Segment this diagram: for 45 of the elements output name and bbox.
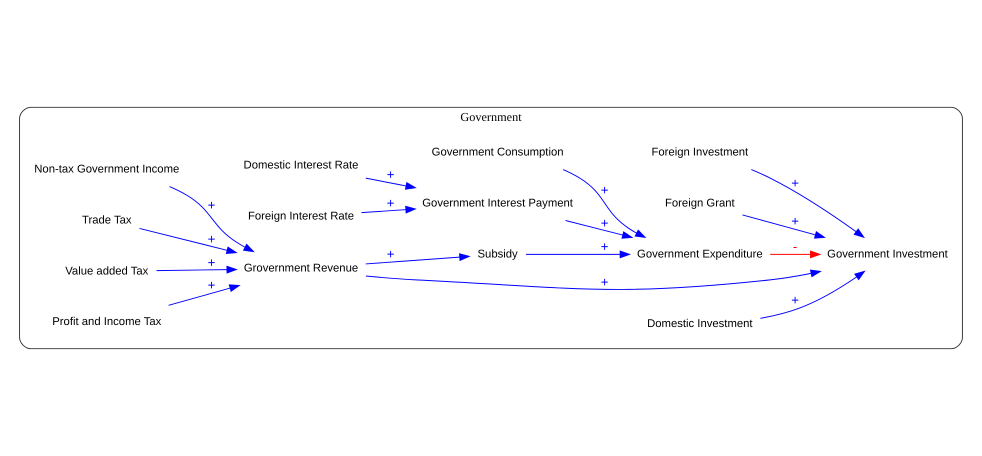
arrow — [156, 266, 238, 274]
node-text: Government Expenditure — [637, 248, 763, 260]
edge-label: + — [386, 167, 394, 182]
arrow — [168, 284, 241, 306]
edge-label: + — [208, 197, 216, 212]
edge-label: + — [208, 254, 216, 270]
node-text: Government Investment — [827, 248, 948, 260]
node-text: Foreign Interest Rate — [248, 210, 354, 223]
edge-label: + — [600, 274, 608, 290]
edge-label: - — [792, 238, 798, 254]
arrow — [360, 206, 417, 214]
edge-label: + — [600, 182, 608, 198]
arrow — [526, 250, 632, 258]
node-text: Trade Tax — [82, 214, 132, 226]
edge-label: + — [208, 277, 216, 292]
node-text: Value added Tax — [65, 265, 148, 278]
node-text: Grovernment Revenue — [244, 262, 358, 274]
arrow — [750, 169, 865, 238]
edge-label: + — [208, 231, 216, 246]
arrow — [770, 250, 822, 258]
node-text: Domestic Investment — [647, 318, 753, 330]
arrow — [565, 220, 634, 239]
node-text: Foreign Investment — [651, 146, 748, 158]
node-text: Foreign Grant — [664, 197, 735, 210]
arrow — [365, 178, 417, 190]
node-text: Non-tax Government Income — [34, 163, 180, 176]
edge-label: + — [600, 238, 608, 254]
edge-label: + — [791, 213, 799, 228]
node-text: Subsidy — [478, 248, 518, 260]
node-text: Government Consumption — [432, 146, 564, 158]
edge-label: + — [600, 215, 608, 230]
arrow — [742, 214, 826, 239]
arrow — [562, 169, 646, 238]
node-text: Domestic Interest Rate — [244, 160, 358, 172]
edge-label: + — [791, 292, 799, 308]
edge-label: + — [386, 246, 394, 262]
arrow — [365, 270, 822, 290]
node-text: Government Interest Payment — [422, 197, 573, 210]
edge-label: + — [386, 195, 394, 210]
arrow — [139, 228, 238, 254]
arrow — [365, 253, 471, 264]
node-text: Profit and Income Tax — [52, 316, 162, 328]
arrow — [760, 270, 866, 319]
edge-label: + — [791, 176, 799, 191]
arrow — [169, 186, 255, 252]
